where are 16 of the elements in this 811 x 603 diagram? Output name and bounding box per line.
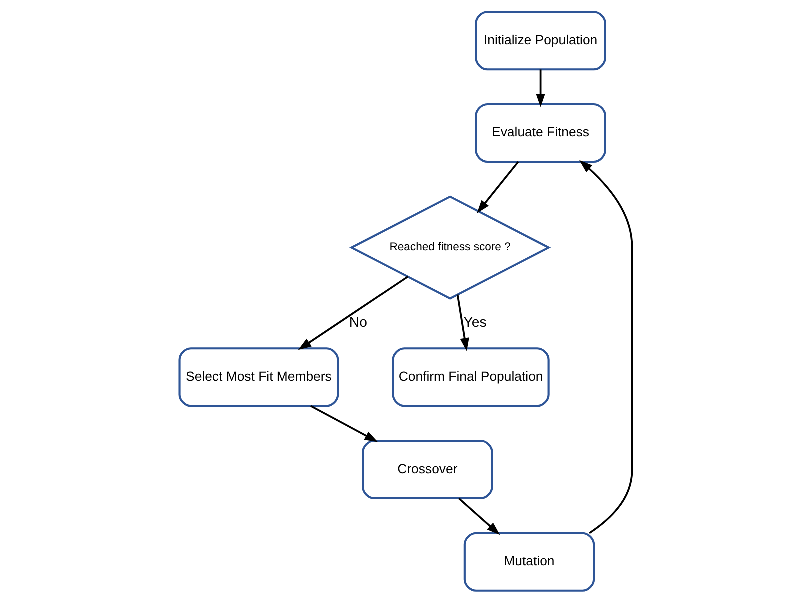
arrow	[456, 294, 469, 352]
arrow	[579, 160, 633, 534]
arrow	[458, 498, 500, 536]
arrow	[476, 161, 519, 214]
arrow	[536, 70, 545, 108]
node-box: Initialize Population	[474, 11, 606, 71]
node-box: Evaluate Fitness	[474, 103, 606, 164]
node-box: Confirm Final Population	[392, 348, 550, 408]
arrow	[310, 405, 378, 442]
node-box: Crossover	[362, 440, 493, 500]
node-box: Select Most Fit Members	[178, 348, 339, 408]
node-diamond: Reached fitness score ?	[348, 196, 551, 300]
edge-label: Yes	[463, 314, 486, 330]
edge-label: No	[348, 314, 367, 330]
node-box: Mutation	[463, 532, 595, 592]
arrow	[298, 276, 408, 350]
